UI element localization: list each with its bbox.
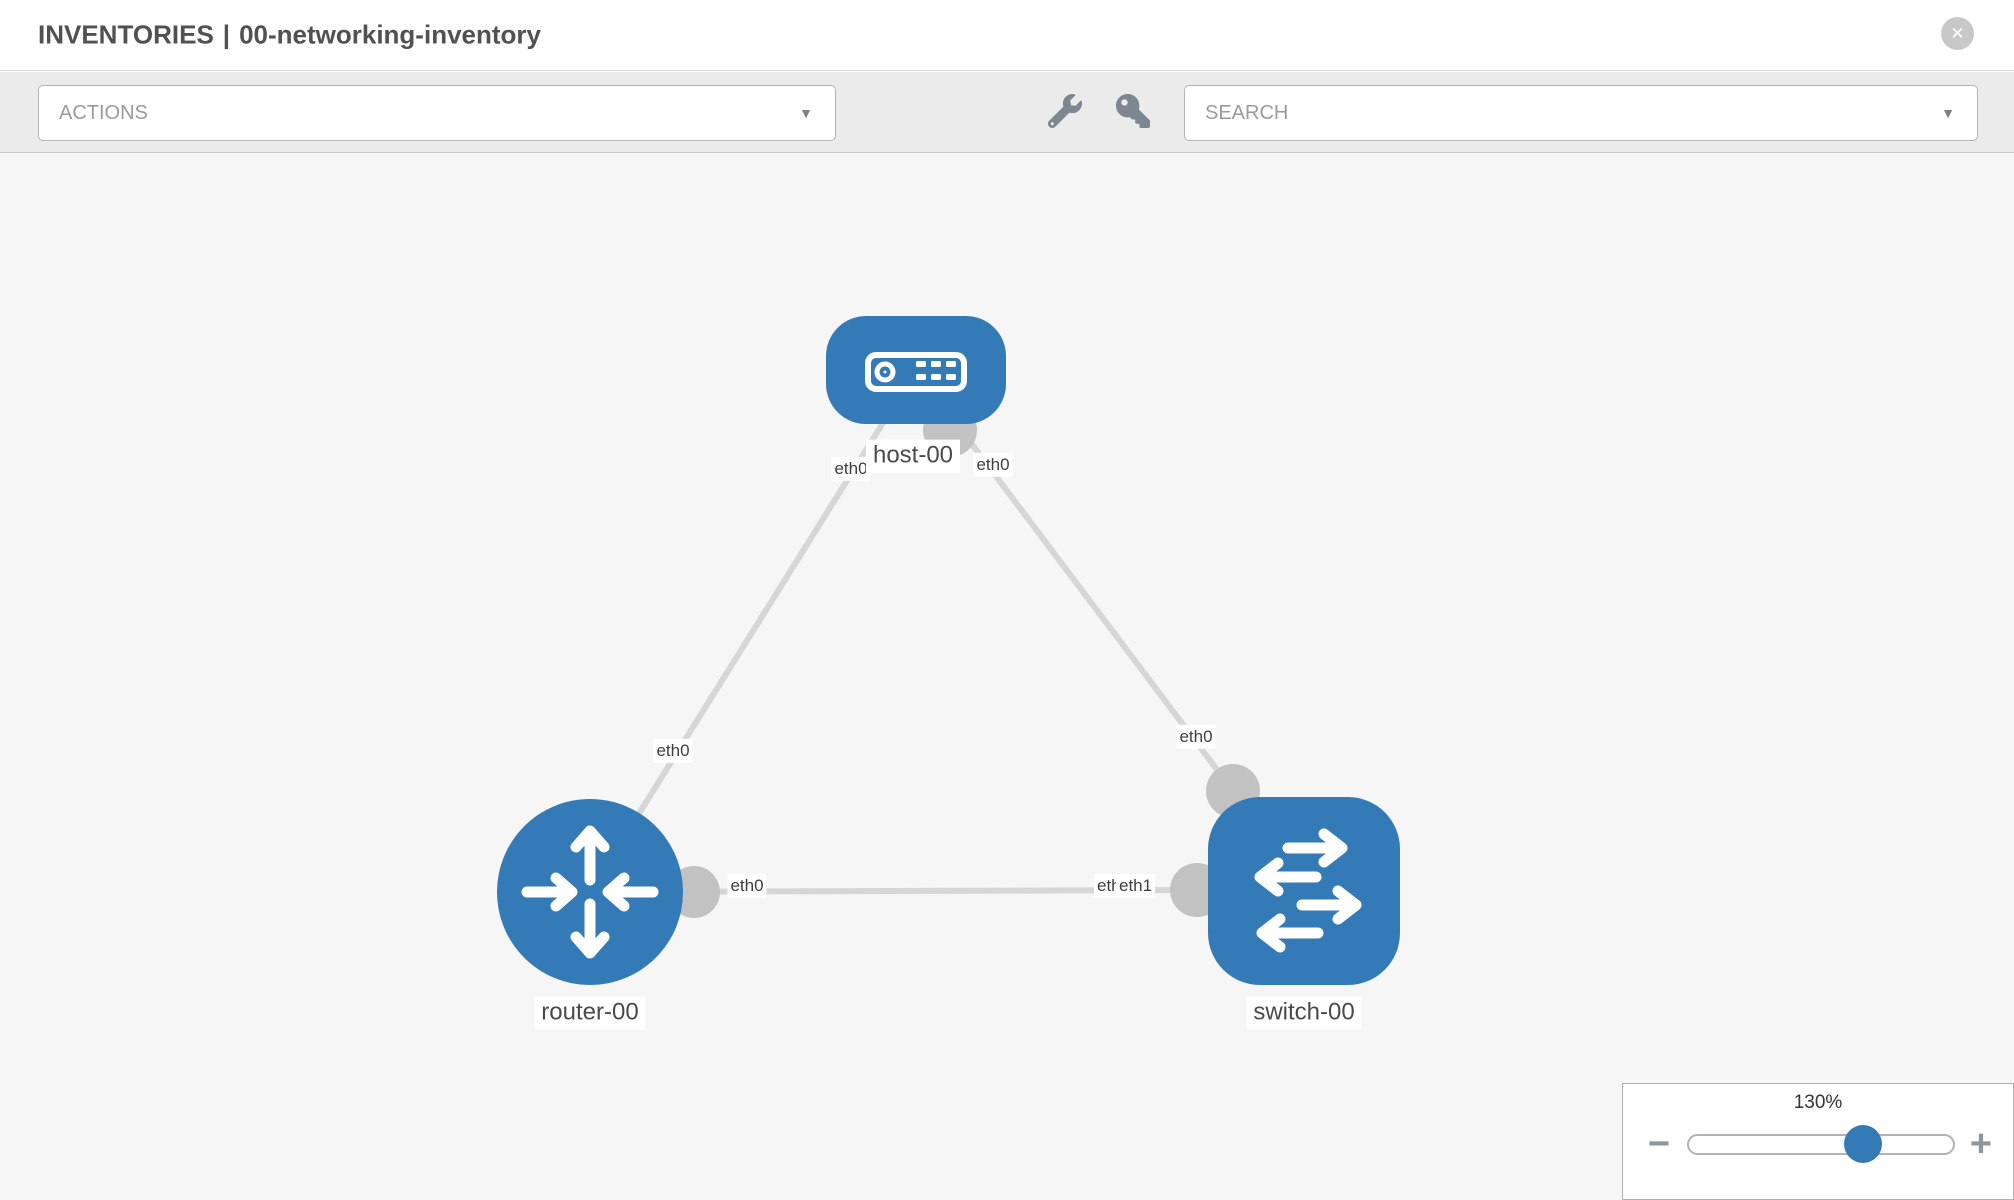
wrench-icon	[1048, 94, 1082, 128]
page-title-item: 00-networking-inventory	[239, 19, 541, 50]
node-host-00[interactable]	[826, 316, 1006, 424]
chevron-down-icon: ▼	[1941, 105, 1955, 121]
node-label-switch: switch-00	[1246, 996, 1362, 1030]
zoom-in-button[interactable]: +	[1969, 1125, 1993, 1163]
topology-canvas[interactable]: eth0 eth0 eth0 eth0 eth0 eth0 eth1 host-…	[0, 153, 2014, 1200]
configure-button[interactable]	[1048, 94, 1082, 128]
credentials-button[interactable]	[1116, 94, 1150, 128]
zoom-out-button[interactable]: −	[1647, 1125, 1671, 1163]
interface-label: eth0	[1176, 724, 1216, 750]
plus-icon: +	[1969, 1123, 1993, 1165]
chevron-down-icon: ▼	[799, 105, 813, 121]
page-title-separator: |	[222, 19, 231, 50]
server-icon	[865, 352, 967, 392]
node-router-00[interactable]	[497, 799, 683, 985]
router-arrows-icon	[521, 825, 659, 959]
topology-svg	[497, 316, 1400, 985]
interface-label: eth0	[653, 738, 693, 764]
zoom-slider-row: − +	[1623, 1120, 2013, 1168]
zoom-slider-track[interactable]	[1687, 1124, 1955, 1163]
page-title: INVENTORIES | 00-networking-inventory	[38, 20, 550, 51]
interface-label: eth0	[727, 873, 767, 899]
search-dropdown[interactable]: SEARCH ▼	[1184, 85, 1978, 141]
switch-arrows-icon	[1254, 828, 1362, 953]
close-button[interactable]: ✕	[1941, 17, 1974, 50]
actions-dropdown[interactable]: ACTIONS ▼	[38, 85, 836, 141]
header-bar: INVENTORIES | 00-networking-inventory ✕	[0, 0, 2014, 71]
zoom-panel: 130% − +	[1622, 1083, 2014, 1200]
interface-label: eth1	[1116, 874, 1156, 899]
zoom-slider-thumb[interactable]	[1844, 1124, 1882, 1163]
toolbar: ACTIONS ▼ SEARCH ▼	[0, 72, 2014, 153]
interface-label: eth0	[973, 452, 1013, 478]
node-switch-00[interactable]	[1208, 797, 1400, 985]
search-placeholder: SEARCH	[1205, 102, 1289, 124]
minus-icon: −	[1647, 1123, 1671, 1165]
node-label-router: router-00	[534, 996, 646, 1030]
node-label-host: host-00	[865, 439, 961, 473]
interface-label: eth0	[831, 456, 871, 482]
zoom-level-value: 130%	[1793, 1092, 1843, 1113]
page-title-section: INVENTORIES	[38, 19, 214, 50]
key-icon	[1116, 94, 1150, 128]
close-icon: ✕	[1950, 24, 1965, 43]
actions-dropdown-label: ACTIONS	[59, 102, 148, 124]
